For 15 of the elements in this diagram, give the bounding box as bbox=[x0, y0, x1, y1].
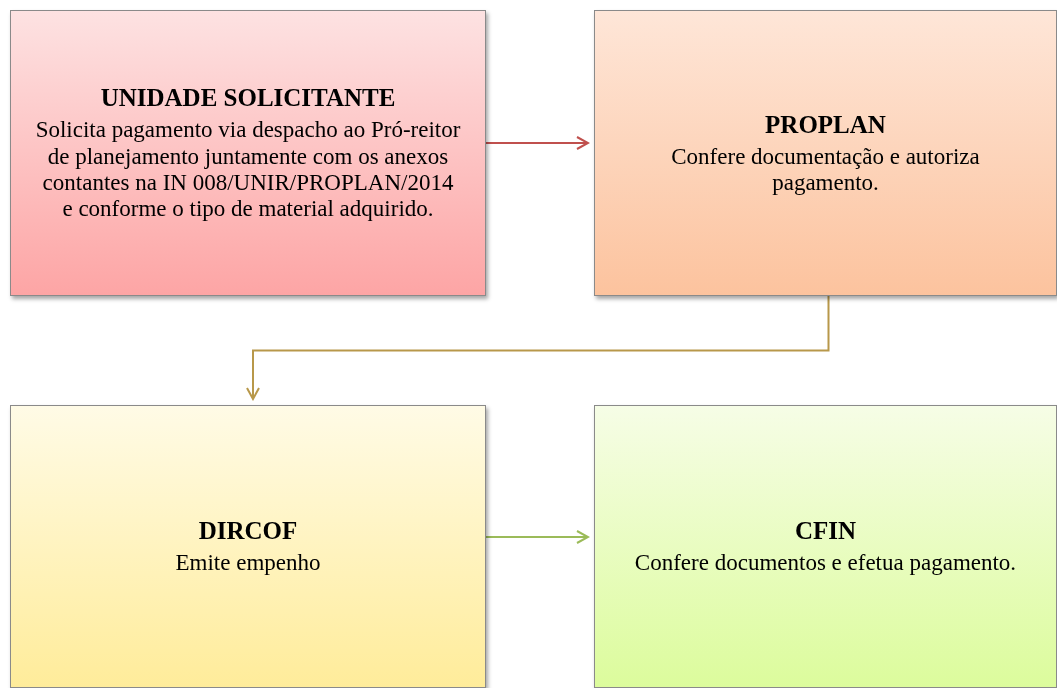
arrow bbox=[485, 530, 589, 544]
process-box bbox=[594, 405, 1057, 688]
process-box bbox=[10, 405, 486, 688]
arrow bbox=[246, 295, 830, 400]
box-title: CFIN bbox=[794, 516, 857, 547]
box-title: PROPLAN bbox=[765, 109, 886, 140]
process-box bbox=[10, 10, 486, 296]
box-description: Confere documentação e autoriza pagamento. bbox=[670, 143, 981, 197]
box-description: Confere documentos e efetua pagamento. bbox=[634, 550, 1017, 577]
process-box bbox=[594, 10, 1057, 296]
arrow bbox=[485, 136, 589, 150]
box-description: Emite empenho bbox=[175, 550, 321, 577]
box-title: UNIDADE SOLICITANTE bbox=[100, 83, 396, 114]
box-description: Solicita pagamento via despacho ao Pró-reitor de planejamento juntamente com os anexos contantes na IN 008/UNIR/PROPLAN/2014 e conforme o tipo de material adquirido. bbox=[35, 117, 461, 223]
box-title: DIRCOF bbox=[198, 516, 298, 547]
